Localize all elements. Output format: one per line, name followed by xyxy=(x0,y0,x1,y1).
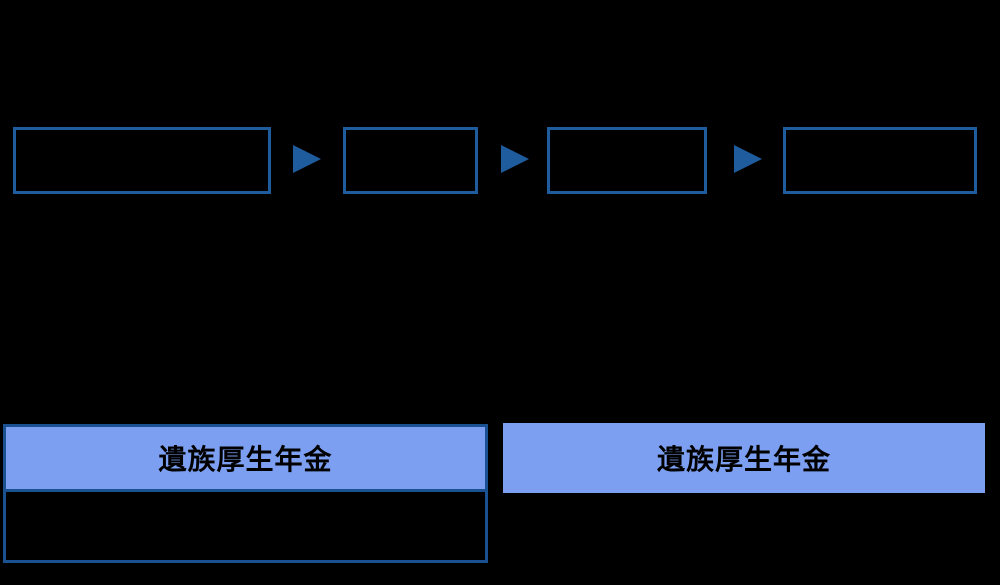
flow-box-3 xyxy=(547,127,707,194)
left-panel-header: 遺族厚生年金 xyxy=(6,427,485,492)
right-panel-title: 遺族厚生年金 xyxy=(656,444,831,475)
right-pension-bar: 遺族厚生年金 xyxy=(503,423,985,493)
flow-box-1 xyxy=(13,127,271,194)
right-arrow-icon-2 xyxy=(501,145,529,173)
flow-box-4 xyxy=(783,127,977,194)
left-panel-title: 遺族厚生年金 xyxy=(158,444,333,475)
left-panel-body xyxy=(6,492,485,560)
flow-box-2 xyxy=(343,127,478,194)
left-pension-panel: 遺族厚生年金 xyxy=(3,424,488,563)
right-arrow-icon-3 xyxy=(734,145,762,173)
right-arrow-icon-1 xyxy=(293,145,321,173)
